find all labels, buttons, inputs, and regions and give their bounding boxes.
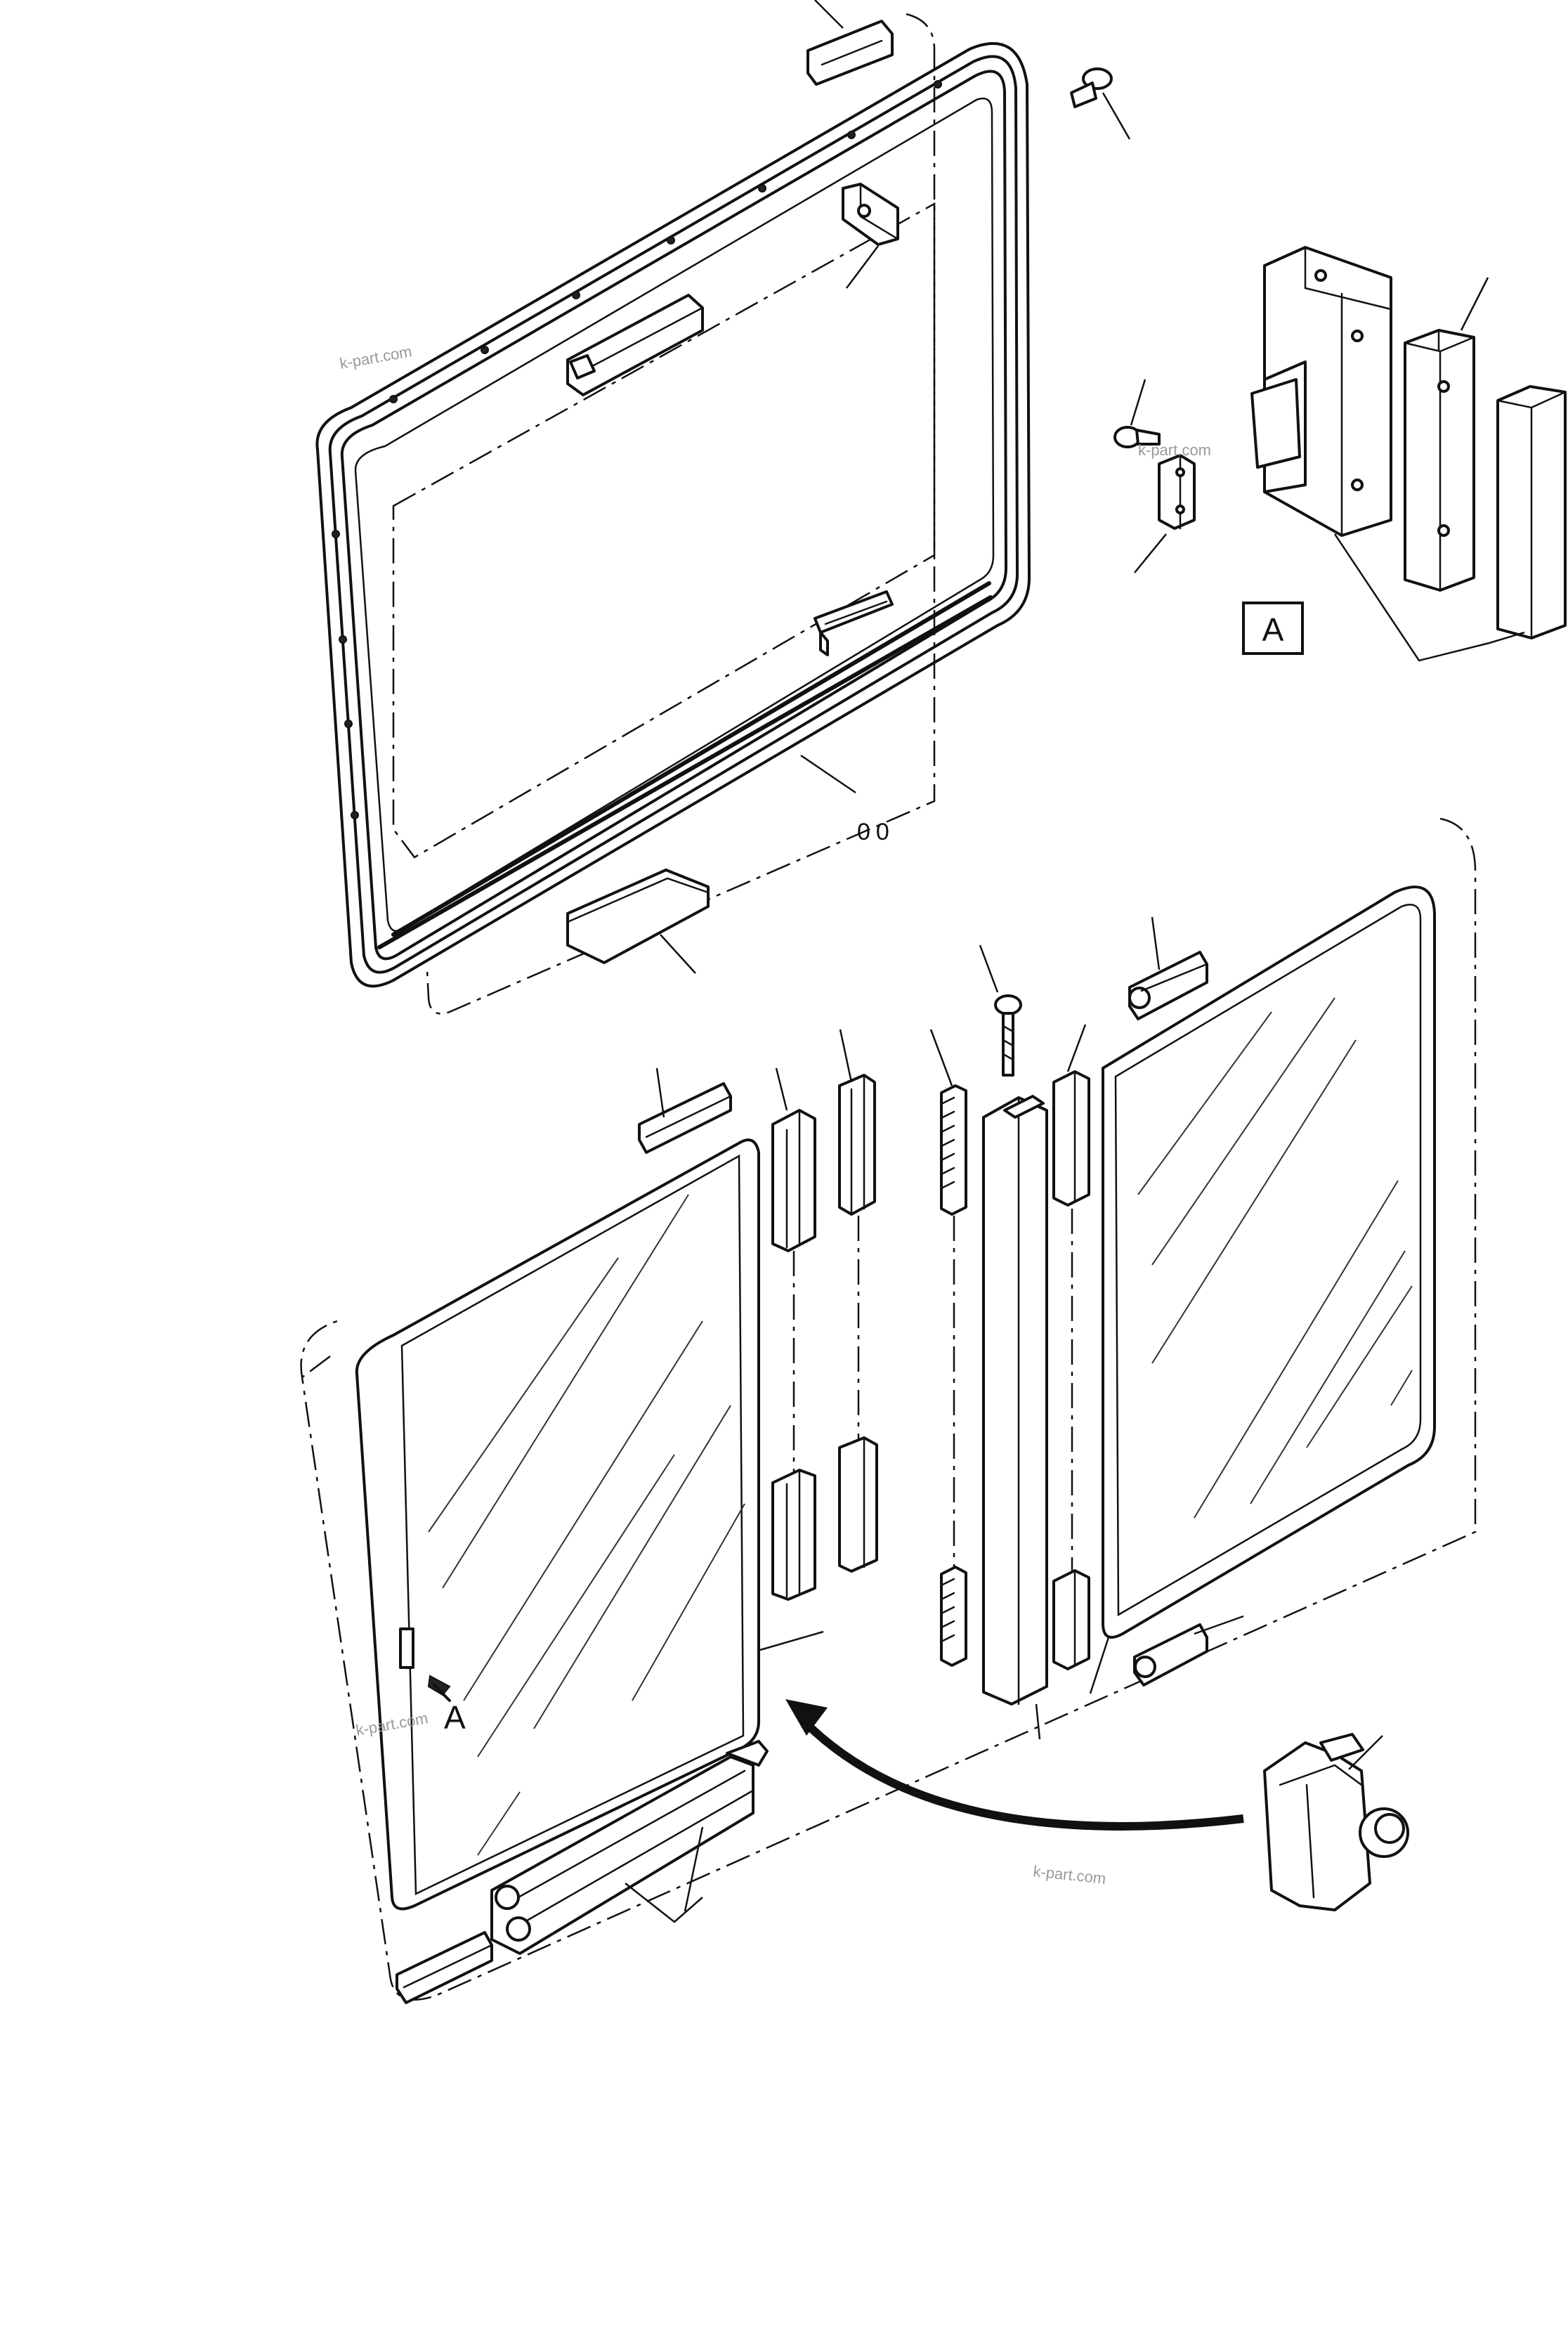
retaining-plate	[842, 183, 899, 289]
frame-bottom-block	[566, 869, 710, 974]
latch-bracket	[1134, 454, 1196, 573]
latch-screw	[1113, 379, 1161, 448]
frame-holes	[332, 80, 942, 819]
left-channel-profiles	[771, 1029, 878, 1601]
watermark-2: k-part.com	[1138, 441, 1211, 459]
bottom-track-rails	[490, 1740, 769, 1955]
detail-a-latch-assembly: A	[1113, 246, 1567, 662]
frame-screw	[1070, 67, 1131, 140]
right-glass-pane	[1089, 885, 1436, 1694]
detail-a-box	[1242, 602, 1304, 655]
left-glass-pane: A	[355, 1138, 824, 1911]
top-clip	[806, 0, 894, 86]
window-latch-knob	[1263, 1733, 1409, 1911]
frame-guide-block-upper	[566, 294, 704, 396]
sliding-window-assembly: A	[300, 817, 1477, 2004]
left-pane-bottom-clip	[396, 1931, 493, 2004]
detail-a-reference: A	[444, 1699, 466, 1736]
window-frame-assembly: 00	[315, 0, 1131, 1015]
watermark-1: k-part.com	[339, 342, 414, 372]
right-pane-bottom-clip	[1133, 1615, 1244, 1687]
center-post-and-seals	[929, 944, 1090, 1740]
watermark-4: k-part.com	[1032, 1862, 1106, 1887]
left-pane-top-clip	[638, 1067, 732, 1154]
frame-guide-block-lower	[814, 590, 894, 656]
right-pane-top-clip	[1128, 916, 1208, 1020]
detail-a-label: A	[1262, 611, 1284, 648]
assembly-direction-arrow	[785, 1699, 1244, 1831]
part-code-label: 00	[857, 819, 895, 845]
